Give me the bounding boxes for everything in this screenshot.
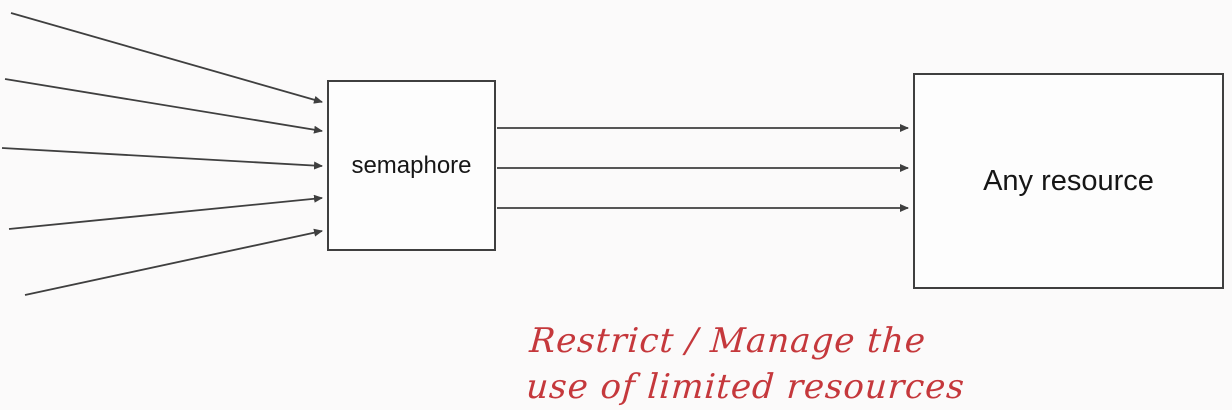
any-resource-label: Any resource <box>983 164 1154 197</box>
arrow <box>4 78 323 134</box>
arrow <box>24 228 323 296</box>
arrow-group <box>1 12 909 296</box>
semaphore-node: semaphore <box>327 80 496 251</box>
annotation-line-2: use of limited resources <box>524 367 967 407</box>
handwritten-annotation: Restrict / Manage the use of limited res… <box>524 318 967 410</box>
arrow <box>1 147 323 170</box>
annotation-line-1: Restrict / Manage the <box>528 321 928 361</box>
arrow <box>10 12 323 104</box>
arrow <box>8 194 323 230</box>
semaphore-label: semaphore <box>351 151 472 179</box>
any-resource-node: Any resource <box>913 73 1224 289</box>
